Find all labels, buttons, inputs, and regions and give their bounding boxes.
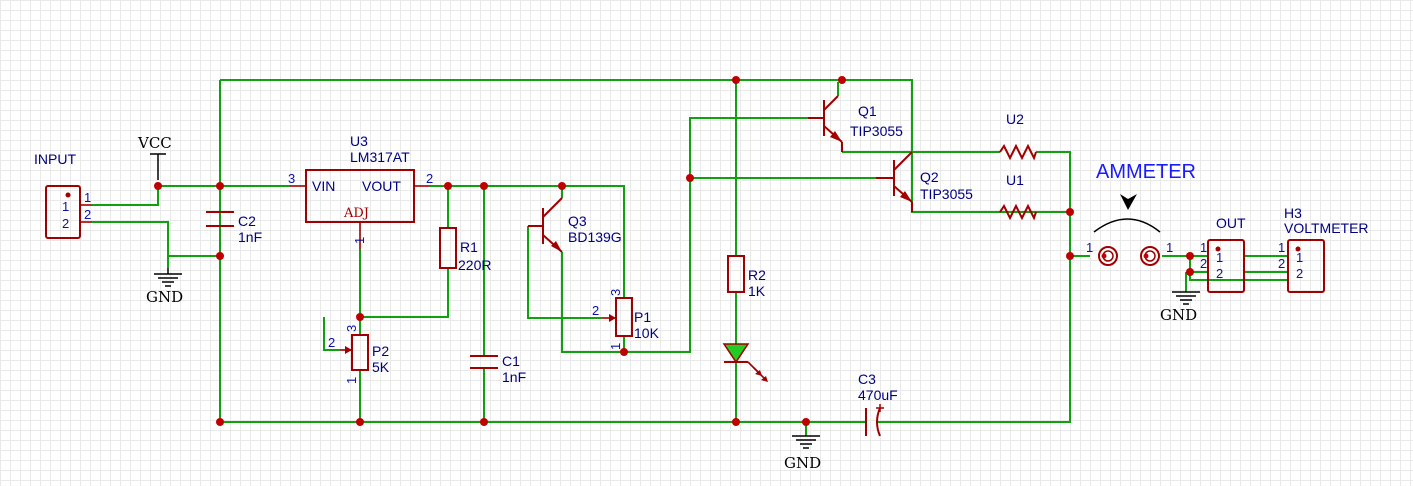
r2-ref: R2 [748, 267, 766, 283]
transistor-q3: Q3 BD139G [528, 197, 622, 253]
p1-ref: P1 [634, 309, 651, 325]
q3-value: BD139G [568, 229, 622, 245]
transistor-q1: Q1 TIP3055 [808, 95, 903, 152]
h3-pin2-inner: 2 [1296, 266, 1303, 281]
c2-ref: C2 [238, 213, 256, 229]
u3-vin: VIN [312, 178, 335, 194]
transistor-q2: Q2 TIP3055 [876, 151, 973, 212]
potentiometer-p2: P2 5K 3 2 1 [328, 325, 390, 384]
vcc-label: VCC [137, 134, 172, 152]
u3-adj: ADJ [343, 206, 369, 221]
u3-vout: VOUT [362, 178, 401, 194]
q2-value: TIP3055 [920, 186, 973, 202]
input-pin2-num: 2 [84, 207, 91, 222]
ammeter-label: AMMETER [1096, 161, 1196, 183]
input-pin1-inner: 1 [62, 199, 69, 214]
resistor-r1: R1 220R [439, 227, 491, 273]
gnd-bottom-symbol: GND [784, 435, 821, 472]
tp-left-pin: 1 [1086, 240, 1093, 255]
h3-pin1-num: 1 [1278, 240, 1285, 255]
p1-value: 10K [634, 325, 660, 341]
c2-value: 1nF [238, 229, 262, 245]
h3-pin1-inner: 1 [1296, 250, 1303, 265]
led [722, 343, 768, 382]
p1-pin2: 2 [592, 303, 599, 318]
capacitor-c2: C2 1nF [206, 211, 262, 245]
capacitor-c1: C1 1nF [470, 353, 526, 385]
input-label: INPUT [34, 151, 76, 167]
voltmeter-connector: H3 VOLTMETER 1 2 1 2 [1278, 205, 1369, 293]
c3-ref: C3 [858, 371, 876, 387]
out-pin1-inner: 1 [1216, 250, 1223, 265]
ammeter-test-points: 1 1 AMMETER [1086, 161, 1196, 266]
u1-ref: U1 [1006, 172, 1024, 188]
q1-ref: Q1 [858, 103, 877, 119]
input-pin2-inner: 2 [62, 216, 69, 231]
c1-ref: C1 [502, 353, 520, 369]
q3-ref: Q3 [568, 213, 587, 229]
u3-value: LM317AT [350, 149, 410, 165]
u3-pin1: 1 [352, 237, 367, 244]
p2-pin3: 3 [344, 325, 359, 332]
r1-ref: R1 [460, 239, 478, 255]
h3-ref: H3 [1284, 205, 1302, 221]
c1-value: 1nF [502, 369, 526, 385]
gnd-right-label: GND [1160, 306, 1197, 324]
gnd-left-label: GND [146, 288, 183, 306]
junctions [154, 76, 1194, 426]
gnd-right-symbol: GND [1160, 291, 1200, 324]
out-pin2-inner: 2 [1216, 266, 1223, 281]
out-connector: OUT 1 2 1 2 [1200, 215, 1246, 293]
capacitor-c3: C3 470uF [858, 371, 902, 437]
gnd-bottom-label: GND [784, 454, 821, 472]
p1-pin1: 1 [608, 343, 623, 350]
q2-ref: Q2 [920, 169, 939, 185]
u2-ref: U2 [1006, 111, 1024, 127]
p2-ref: P2 [372, 343, 389, 359]
p2-pin2: 2 [328, 335, 335, 350]
u3-pin3: 3 [288, 171, 295, 186]
p2-value: 5K [372, 359, 390, 375]
regulator-u3: U3 LM317AT VIN VOUT ADJ 3 2 1 [288, 133, 433, 250]
input-pin1-num: 1 [84, 190, 91, 205]
u3-ref: U3 [350, 133, 368, 149]
c3-value: 470uF [858, 387, 898, 403]
r1-value: 220R [458, 257, 491, 273]
input-connector: INPUT 1 2 1 2 [34, 151, 92, 239]
out-pin2-num: 2 [1200, 256, 1207, 271]
h3-name: VOLTMETER [1284, 220, 1369, 236]
p1-pin3: 3 [608, 289, 623, 296]
gnd-left-symbol: GND [146, 268, 183, 306]
tp-right-pin: 1 [1166, 240, 1173, 255]
u3-pin2: 2 [426, 171, 433, 186]
resistor-u1: U1 [999, 172, 1037, 221]
out-label: OUT [1216, 215, 1246, 231]
resistor-u2: U2 [999, 111, 1037, 161]
p2-pin1: 1 [344, 377, 359, 384]
vcc-symbol: VCC [137, 134, 172, 180]
h3-pin2-num: 2 [1278, 256, 1285, 271]
potentiometer-p1: P1 10K 3 2 1 [592, 289, 660, 350]
r2-value: 1K [748, 283, 766, 299]
out-pin1-num: 1 [1200, 240, 1207, 255]
q1-value: TIP3055 [850, 123, 903, 139]
resistor-r2: R2 1K [727, 255, 766, 299]
